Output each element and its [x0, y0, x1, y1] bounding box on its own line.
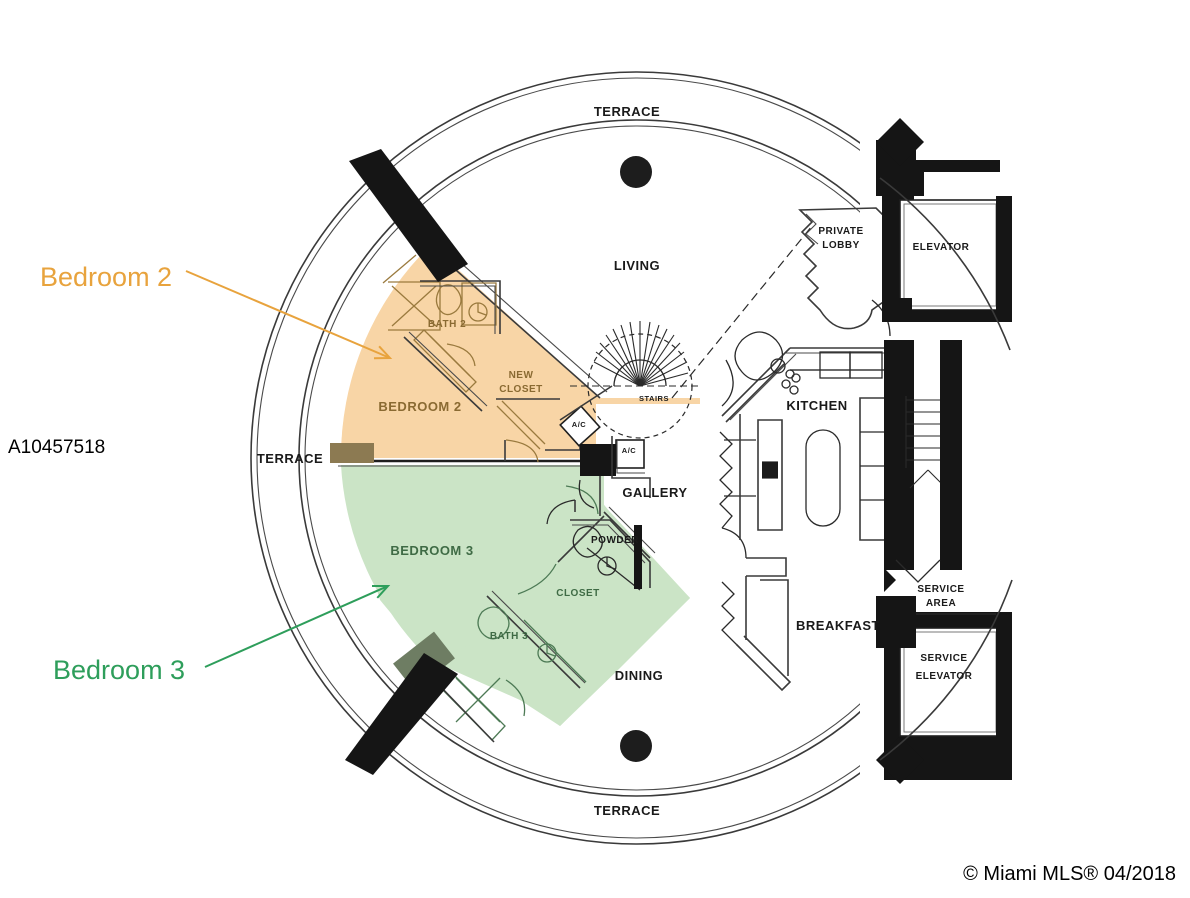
room-label: BREAKFAST — [796, 618, 880, 633]
room-label: A/C — [572, 420, 587, 429]
room-label: CLOSET — [499, 384, 543, 395]
callout-label-bedroom-2: Bedroom 2 — [40, 262, 173, 292]
callout-arrowhead-bedroom-2 — [373, 345, 393, 360]
bedroom-2-walls — [382, 240, 608, 463]
structural-wall-upper-left — [349, 149, 468, 282]
ac-closet-lower — [615, 439, 645, 469]
bedroom-divider-wall — [338, 459, 600, 467]
room-label: DINING — [615, 668, 664, 683]
room-label: TERRACE — [257, 451, 323, 466]
kitchen — [721, 331, 962, 570]
bedroom-3-highlight-region — [341, 465, 690, 726]
room-label: AREA — [926, 598, 956, 609]
room-label: LOBBY — [822, 240, 860, 251]
gallery-walls — [578, 436, 651, 509]
room-label: PRIVATE — [818, 226, 863, 237]
room-label: ELEVATOR — [916, 671, 973, 682]
room-label: POWDER — [591, 535, 639, 546]
room-label: TERRACE — [594, 104, 660, 119]
ac-closet-upper — [559, 405, 601, 447]
room-label: KITCHEN — [786, 398, 847, 413]
mls-watermark: © Miami MLS® 04/2018 — [963, 863, 1176, 886]
mls-listing-id-text: A10457518 — [8, 437, 106, 458]
room-label: GALLERY — [622, 485, 687, 500]
room-label: NEW — [509, 370, 534, 381]
room-label: STAIRS — [639, 394, 669, 403]
callout-arrowhead-bedroom-3 — [371, 584, 391, 599]
callout-leader-line-bedroom-3 — [204, 585, 389, 668]
room-label: LIVING — [614, 258, 660, 273]
room-label: A/C — [622, 446, 637, 455]
room-label-group: TERRACE LIVING TERRACE TERRACE BEDROOM 2 BEDR… — [257, 104, 973, 818]
breakfast-area — [719, 414, 792, 692]
spiral-stairs — [559, 321, 700, 439]
terrace-arc-right-upper — [879, 177, 1013, 761]
room-label: BEDROOM 2 — [378, 399, 461, 414]
mls-watermark-text: © Miami MLS® 04/2018 — [963, 863, 1176, 885]
terrace-door-upper — [330, 443, 374, 463]
sight-line-dashed — [671, 225, 813, 399]
room-label: SERVICE — [920, 653, 967, 664]
mechanical-block — [580, 444, 616, 476]
structural-wall-lower-left — [345, 653, 458, 775]
room-label: BATH 2 — [428, 319, 466, 330]
callout-leader-line-bedroom-2 — [185, 270, 391, 359]
room-label: BATH 3 — [490, 631, 528, 642]
callout-leader-lines — [185, 270, 393, 668]
structural-wall-lower-right — [876, 596, 924, 784]
callout-label-bedroom-3: Bedroom 3 — [53, 655, 186, 685]
terrace-column-top — [620, 156, 652, 188]
mls-listing-id: A10457518 — [8, 437, 105, 459]
powder-room — [546, 499, 651, 591]
room-label: ELEVATOR — [913, 242, 970, 253]
room-label: TERRACE — [594, 803, 660, 818]
room-label: SERVICE — [917, 584, 964, 595]
bedroom-2-highlight-region — [340, 246, 700, 458]
room-label: CLOSET — [556, 588, 600, 599]
room-label: BEDROOM 3 — [390, 543, 473, 558]
terrace-column-bottom — [620, 730, 652, 762]
